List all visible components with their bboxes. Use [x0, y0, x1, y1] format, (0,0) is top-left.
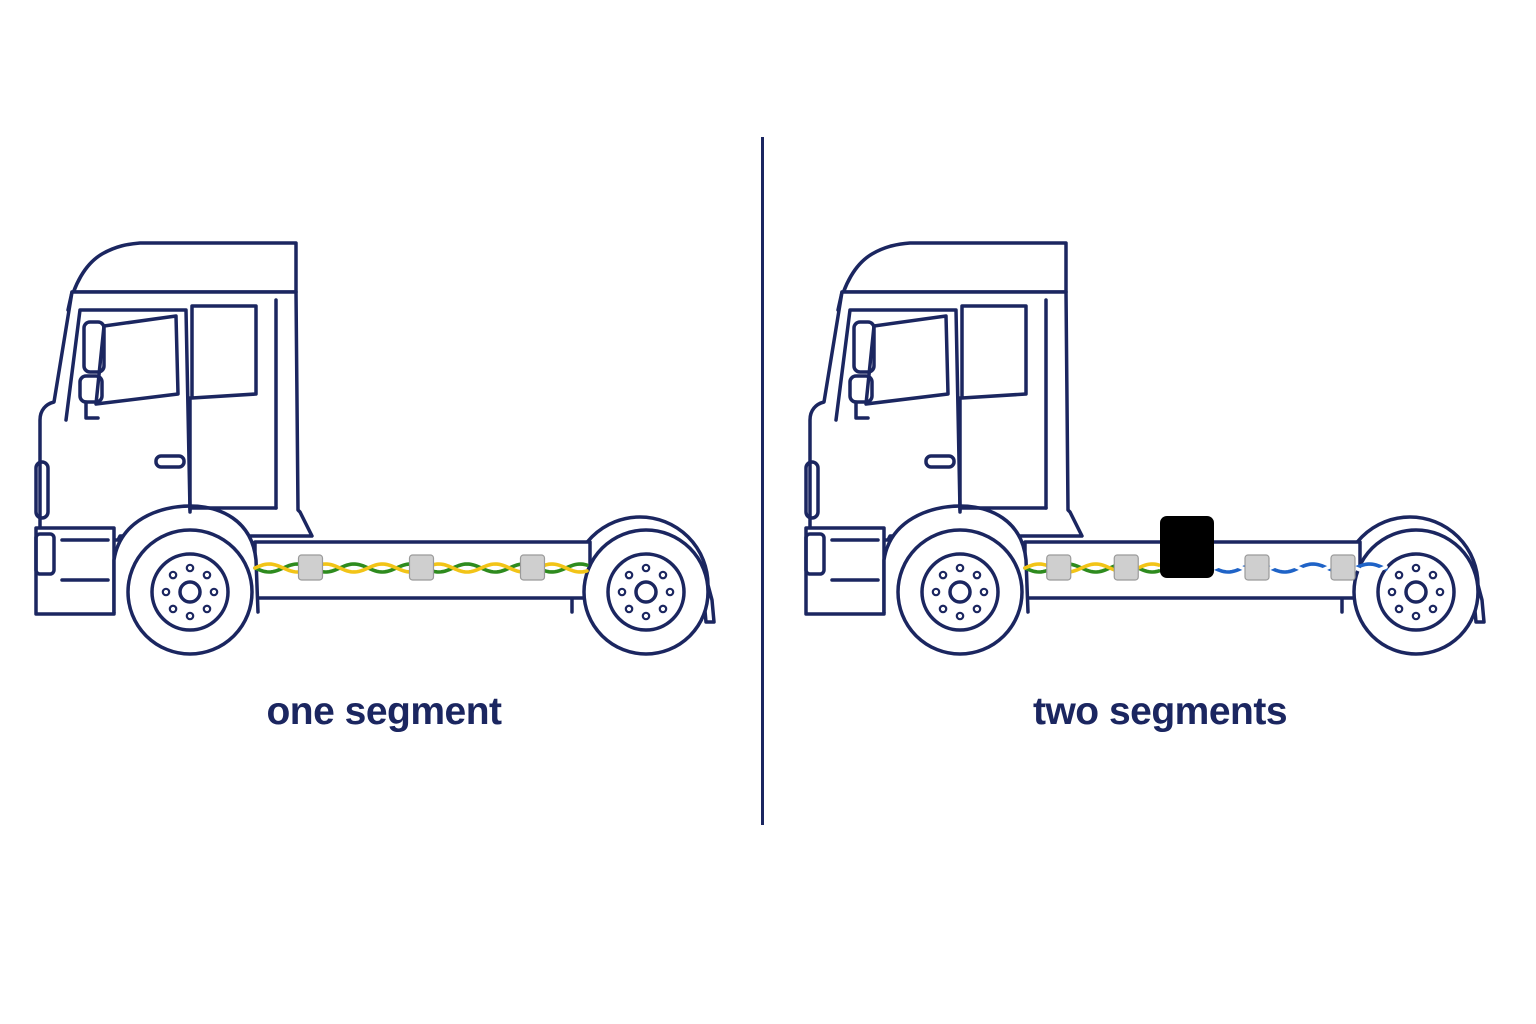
connector-node	[1330, 554, 1356, 581]
connector-node	[519, 554, 546, 581]
front-wheel-hub	[178, 580, 202, 604]
rear-wheel-lug	[624, 604, 634, 614]
front-wheel-lug	[185, 563, 195, 573]
front-wheel-lug	[972, 570, 982, 580]
gateway-box	[1160, 516, 1214, 578]
rear-wheel-lug	[658, 570, 668, 580]
rear-wheel-rim	[606, 552, 686, 632]
rear-wheel-tire	[582, 528, 710, 656]
rear-wheel-lug	[641, 563, 651, 573]
rear-wheel-lug	[1428, 570, 1438, 580]
front-wheel-lug	[955, 611, 965, 621]
front-wheel-lug	[202, 604, 212, 614]
front-wheel-lug	[938, 570, 948, 580]
door-handle	[924, 454, 956, 469]
headlight	[804, 532, 826, 576]
rear-wheel-lug	[1387, 587, 1397, 597]
rear-window	[960, 304, 1028, 400]
rear-wheel-lug	[1411, 563, 1421, 573]
truck-one-segment	[34, 241, 716, 656]
rear-wheel-lug	[617, 587, 627, 597]
rear-wheel-hub	[634, 580, 658, 604]
wire-white	[1212, 562, 1388, 574]
front-wheel-tire	[126, 528, 254, 656]
rear-wheel-hub	[1404, 580, 1428, 604]
rear-wheel-lug	[1411, 611, 1421, 621]
front-wheel-tire	[896, 528, 1024, 656]
cab-body	[38, 290, 314, 542]
mirror-upper	[82, 320, 106, 374]
door-handle	[154, 454, 186, 469]
rear-wheel-lug	[624, 570, 634, 580]
front-wheel-lug	[168, 570, 178, 580]
rear-wheel-lug	[658, 604, 668, 614]
connector-node	[408, 554, 435, 581]
front-wheel-lug	[209, 587, 219, 597]
truck-two-segments	[804, 241, 1486, 656]
cab-body	[808, 290, 1084, 542]
mirror-arm	[854, 400, 870, 420]
front-wheel-hub	[948, 580, 972, 604]
side-marker-light	[34, 460, 50, 520]
mirror-lower	[848, 374, 874, 404]
front-wheel-lug	[938, 604, 948, 614]
cab-a-pillar	[834, 308, 962, 512]
rear-wheel-lug	[1394, 570, 1404, 580]
mirror-upper	[852, 320, 876, 374]
rear-wheel-lug	[665, 587, 675, 597]
rear-wheel-tire	[1352, 528, 1480, 656]
connector-node	[297, 554, 324, 581]
front-wheel-lug	[161, 587, 171, 597]
front-wheel-lug	[979, 587, 989, 597]
rear-wheel-rim	[1376, 552, 1456, 632]
connector-node	[1244, 554, 1270, 581]
front-wheel-rim	[150, 552, 230, 632]
side-marker-light	[804, 460, 820, 520]
panel-divider	[761, 137, 764, 825]
rear-wheel-lug	[1428, 604, 1438, 614]
front-wheel-rim	[920, 552, 1000, 632]
front-wheel-lug	[955, 563, 965, 573]
rear-wheel-lug	[1435, 587, 1445, 597]
rear-window	[190, 304, 258, 400]
rear-wheel-lug	[1394, 604, 1404, 614]
connector-node	[1113, 554, 1139, 581]
front-wheel-lug	[185, 611, 195, 621]
front-wheel-lug	[168, 604, 178, 614]
caption-two-segments: two segments	[1032, 690, 1288, 733]
headlight	[34, 532, 56, 576]
front-wheel-lug	[202, 570, 212, 580]
caption-one-segment: one segment	[266, 690, 502, 733]
cab-roof	[66, 241, 298, 312]
front-wheel-lug	[972, 604, 982, 614]
mirror-arm	[84, 400, 100, 420]
connector-node	[1046, 554, 1072, 581]
front-wheel-lug	[931, 587, 941, 597]
cab-roof	[836, 241, 1068, 312]
rear-wheel-lug	[641, 611, 651, 621]
mirror-lower	[78, 374, 104, 404]
cab-a-pillar	[64, 308, 192, 512]
